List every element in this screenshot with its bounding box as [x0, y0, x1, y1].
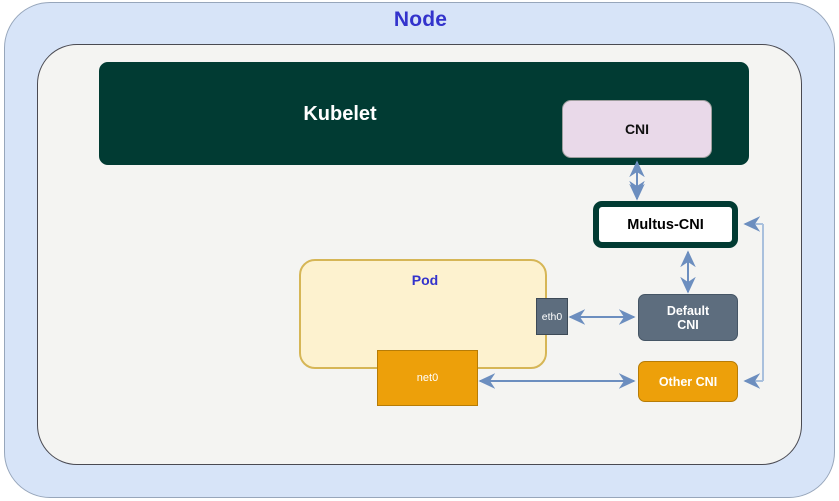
multus-cni-box: Multus-CNI — [593, 201, 738, 248]
default-cni-label-line2: CNI — [677, 317, 699, 332]
multus-cni-label: Multus-CNI — [627, 216, 704, 233]
page-title: Node — [393, 8, 448, 31]
net0-interface-box: net0 — [377, 350, 478, 406]
other-cni-box: Other CNI — [638, 361, 738, 402]
cni-box: CNI — [562, 100, 712, 158]
net0-label: net0 — [416, 372, 439, 384]
other-cni-label: Other CNI — [658, 374, 718, 389]
kubelet-label: Kubelet — [303, 103, 377, 125]
cni-label: CNI — [624, 121, 650, 137]
default-cni-label-line1: Default — [666, 303, 710, 318]
default-cni-box: Default CNI — [638, 294, 738, 341]
pod-label: Pod — [411, 272, 439, 288]
eth0-label: eth0 — [541, 310, 563, 323]
eth0-interface-box: eth0 — [536, 298, 568, 335]
